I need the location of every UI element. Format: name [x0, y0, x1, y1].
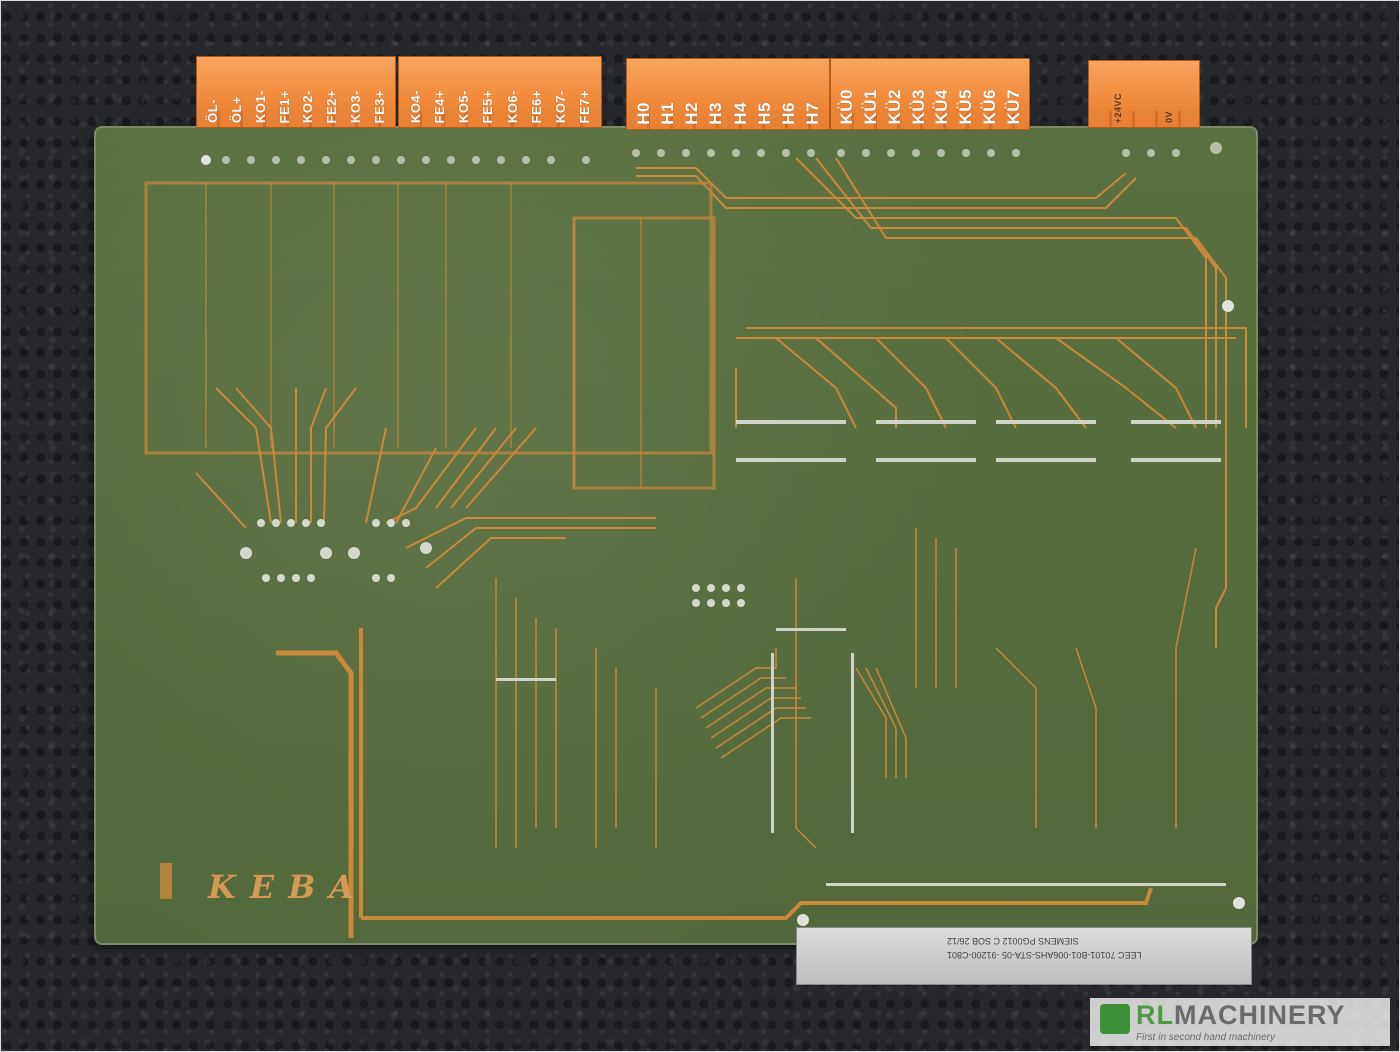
pin-label: H1 [657, 102, 677, 125]
pin-label: KÜ2 [884, 89, 904, 125]
watermark-brand: RLMACHINERY [1136, 1000, 1346, 1030]
pin-label: H7 [803, 102, 823, 125]
board-traces [144, 142, 1247, 938]
pin-label: 0V [1164, 110, 1174, 123]
pin-label: KO6- [504, 89, 520, 123]
pin-label: KÜ3 [908, 89, 928, 125]
pin-label: FE2+ [324, 89, 340, 123]
pin-label: KO1- [252, 89, 268, 123]
pin-label: +24VC [1113, 92, 1123, 123]
leaf-icon [1100, 1004, 1130, 1034]
pin-label: FE6+ [528, 89, 544, 123]
connector-block-1: ÖL- ÖL+ KO1- FE1+ KO2- FE2+ KO3- FE3+ [196, 56, 396, 128]
pin-label: FE1+ [276, 89, 292, 123]
connector-block-4: KÜ0 KÜ1 KÜ2 KÜ3 KÜ4 KÜ5 KÜ6 KÜ7 [830, 58, 1030, 130]
connector-block-power: +24VC 0V [1088, 60, 1200, 128]
pin-label: KO5- [456, 89, 472, 123]
pin-label: KÜ0 [837, 89, 857, 125]
pin-label: KÜ5 [956, 89, 976, 125]
pin-label: KO3- [347, 89, 363, 123]
pin-label: KÜ4 [932, 89, 952, 125]
pin-label: KO2- [300, 89, 316, 123]
pin-label: ÖL+ [229, 95, 245, 123]
pin-label: KÜ7 [1003, 89, 1023, 125]
pin-label: H6 [779, 102, 799, 125]
circuit-board: KEBA [96, 128, 1256, 943]
edge-label: LEEC 70101-B01-006AHS-STA-05 -91200-C801 [947, 950, 1142, 960]
pin-label: FE5+ [480, 89, 496, 123]
connector-block-3: H0 H1 H2 H3 H4 H5 H6 H7 [626, 58, 830, 130]
edge-connector: SIEMENS PG0012 C SOB 26/12 LEEC 70101-B0… [796, 927, 1252, 985]
pin-label: H4 [730, 102, 750, 125]
pin-label: KÜ6 [979, 89, 999, 125]
pin-label: FE3+ [371, 89, 387, 123]
pin-label: H0 [633, 102, 653, 125]
connector-block-2: KO4- FE4+ KO5- FE5+ KO6- FE6+ KO7- FE7+ [398, 56, 602, 128]
pin-label: KO7- [553, 89, 569, 123]
pin-label: FE4+ [431, 89, 447, 123]
pin-label: H3 [706, 102, 726, 125]
pin-label: FE7+ [577, 89, 593, 123]
pin-label: ÖL- [205, 99, 221, 123]
top-hole-row [222, 142, 1222, 164]
watermark: RLMACHINERY First in second hand machine… [1090, 998, 1390, 1046]
pin-label: H2 [682, 102, 702, 125]
keba-logo: KEBA [208, 868, 369, 906]
watermark-tagline: First in second hand machinery [1136, 1032, 1275, 1043]
edge-label: SIEMENS PG0012 C SOB 26/12 [947, 936, 1079, 946]
pin-label: KO4- [407, 89, 423, 123]
pin-label: H5 [754, 102, 774, 125]
pin-label: KÜ1 [861, 89, 881, 125]
